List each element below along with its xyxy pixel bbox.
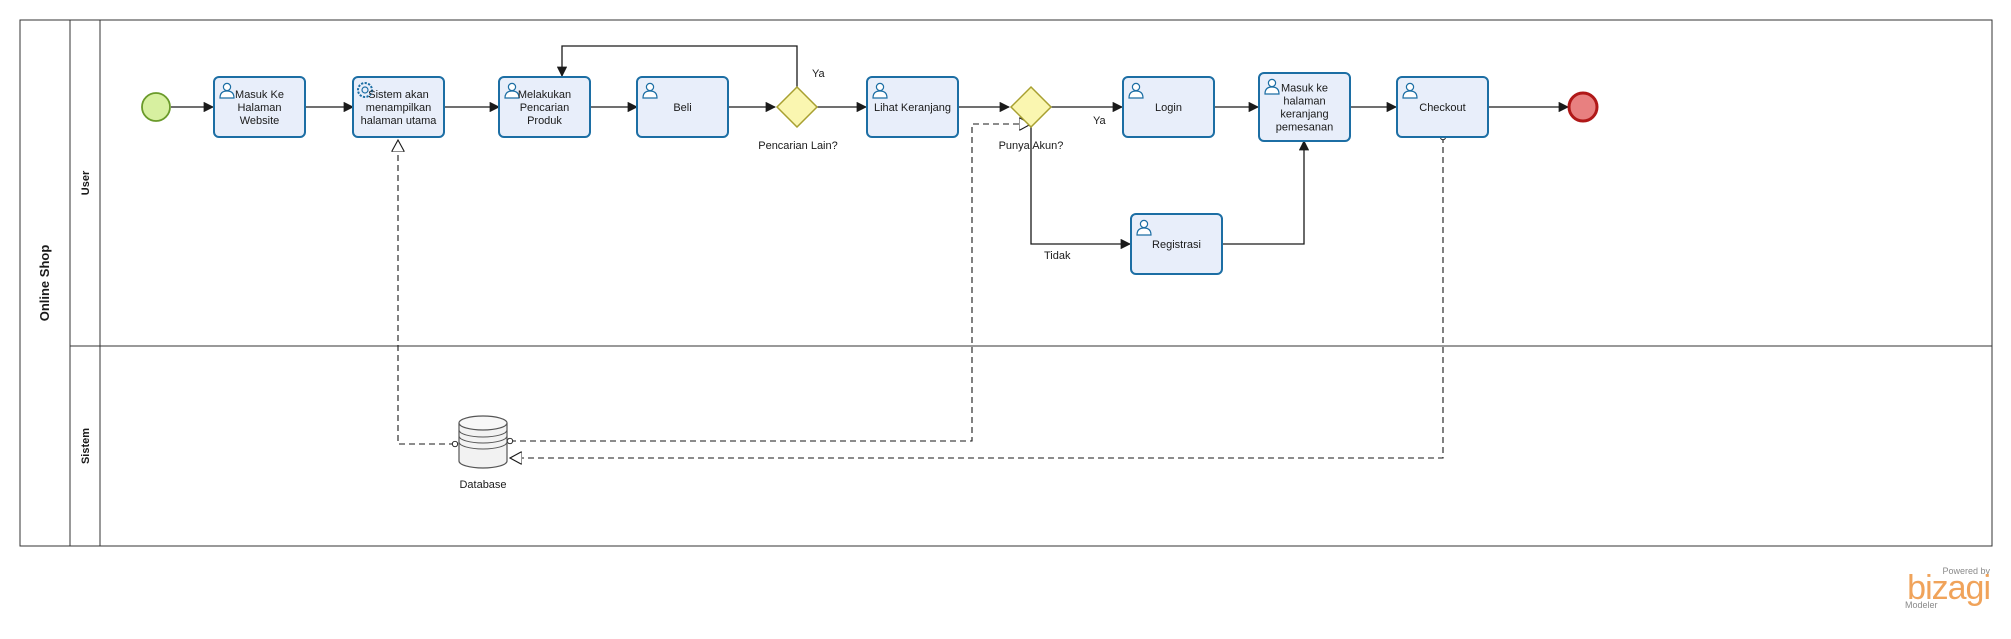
flow-gateway-loop-ya[interactable] [556, 45, 798, 87]
task-label-line: Masuk ke [1281, 83, 1328, 95]
data-store-database[interactable]: Database [458, 415, 508, 491]
user-icon [504, 82, 520, 99]
task-label-line: pemesanan [1276, 122, 1334, 134]
gateway-label: Punya Akun? [999, 140, 1064, 152]
gateway-pencarian-lain[interactable]: Pencarian Lain? [758, 85, 838, 152]
task-box [1258, 72, 1351, 142]
task-label-line: Melakukan [518, 89, 571, 101]
lane-label-user: User [80, 170, 92, 195]
database-band-3 [458, 441, 508, 450]
modeler-text: Modeler [1905, 600, 1938, 610]
task-checkout[interactable]: Checkout [1396, 76, 1489, 138]
task-box [1396, 76, 1489, 138]
database-label: Database [459, 479, 506, 491]
flow-label-ya-loop: Ya [812, 68, 826, 80]
pool: Online Shop User Sistem [19, 19, 1993, 547]
user-icon [872, 82, 888, 99]
flow-label-ya-login: Ya [1093, 115, 1107, 127]
task-label-line: halaman utama [361, 115, 438, 127]
task-label-line: Produk [527, 115, 562, 127]
gateway-label: Pencarian Lain? [758, 140, 838, 152]
task-box [498, 76, 591, 138]
task-label-line: menampilkan [366, 102, 431, 114]
assoc-checkout-to-db[interactable] [510, 137, 1443, 458]
task-box [1130, 213, 1223, 275]
task-box [636, 76, 729, 138]
task-label-line: Login [1155, 102, 1182, 114]
gateway-diamond [775, 85, 819, 129]
task-label-line: Halaman [237, 102, 281, 114]
task-label-line: halaman [1283, 96, 1325, 108]
task-box [352, 76, 445, 138]
user-icon [642, 82, 658, 99]
task-label-line: Checkout [1419, 102, 1465, 114]
gear-icon [357, 82, 373, 98]
database-band-1 [458, 429, 508, 438]
task-lihat-keranjang[interactable]: Lihat Keranjang [866, 76, 959, 138]
task-beli[interactable]: Beli [636, 76, 729, 138]
user-icon [1128, 82, 1144, 99]
lane-label-system: Sistem [80, 428, 92, 464]
database-top [458, 415, 508, 431]
database-icon [458, 423, 508, 469]
task-box [213, 76, 306, 138]
gateway-punya-akun[interactable]: Punya Akun? [999, 85, 1064, 152]
user-icon [1402, 82, 1418, 99]
task-box [1122, 76, 1215, 138]
task-label-line: Lihat Keranjang [874, 102, 951, 114]
end-event[interactable] [1567, 91, 1599, 123]
task-label-line: Beli [673, 102, 691, 114]
task-label-line: Pencarian [520, 102, 570, 114]
task-box [866, 76, 959, 138]
bizagi-branding: Powered by bizagi Modeler [1905, 566, 1991, 610]
pool-border [19, 19, 1993, 547]
data-associations [398, 124, 1443, 458]
user-icon [1264, 78, 1280, 95]
user-icon [1136, 219, 1152, 236]
bizagi-logo: bizagi [1907, 569, 1990, 607]
database-band-2 [458, 435, 508, 444]
gateway-diamond [1009, 85, 1053, 129]
pool-label: Online Shop [37, 245, 52, 322]
task-login[interactable]: Login [1122, 76, 1215, 138]
task-label-line: Masuk Ke [235, 89, 284, 101]
task-label-line: Registrasi [1152, 239, 1201, 251]
task-registrasi[interactable]: Registrasi [1130, 213, 1223, 275]
task-label-line: keranjang [1280, 109, 1328, 121]
user-icon [219, 82, 235, 99]
start-event[interactable] [141, 92, 171, 122]
flow-label-tidak: Tidak [1044, 250, 1071, 262]
task-label-line: Website [240, 115, 280, 127]
task-label-line: Sistem akan [368, 89, 429, 101]
powered-by-text: Powered by [1942, 566, 1990, 576]
